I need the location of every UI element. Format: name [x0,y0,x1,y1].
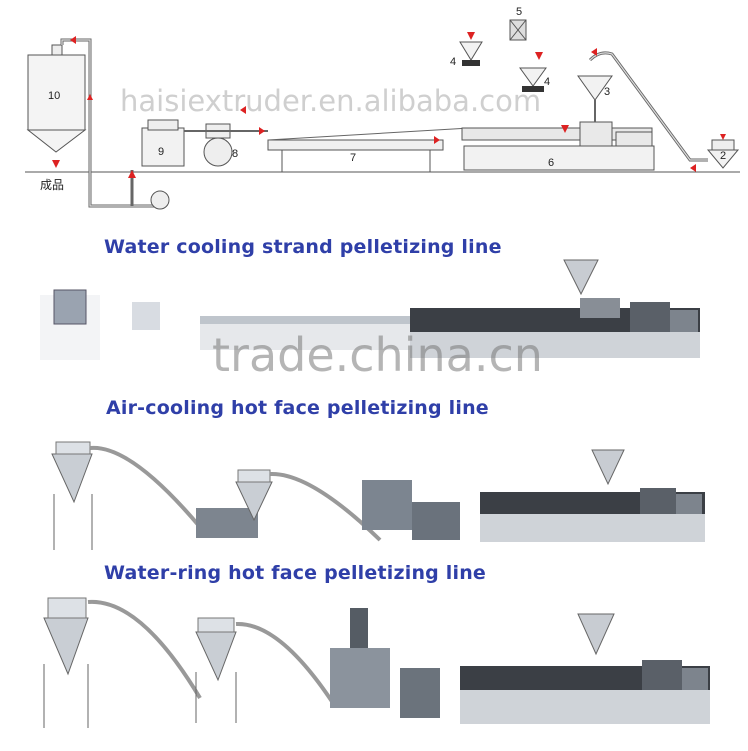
part-number-6: 6 [548,157,555,169]
watermark-mid: trade.china.cn [212,328,543,382]
part-number-7: 7 [350,152,357,164]
part-number-10: 10 [48,90,61,102]
water-cooling-line-image [40,250,700,360]
watermark-top: haisiextruder.en.alibaba.com [120,84,542,118]
process-schematic: 10 9 8 7 6 5 4 4 3 2 成品 haisiextruder.en… [0,0,748,225]
water-cooling-title: Water cooling strand pelletizing line [104,236,502,258]
part-number-5: 5 [516,6,523,18]
water-cooling-machines [40,259,700,360]
water-ring-line-image [30,588,710,738]
part-number-8: 8 [232,148,239,160]
air-cooling-machines [51,441,705,550]
water-ring-title: Water-ring hot face pelletizing line [104,562,487,584]
part-number-4a: 4 [450,56,457,68]
water-ring-machines [43,597,710,728]
part-number-4b: 4 [544,76,551,88]
part-number-9: 9 [158,146,165,158]
product-label: 成品 [40,178,65,192]
schematic-drawing [25,19,740,210]
air-cooling-line-image [40,432,705,552]
part-number-2: 2 [720,150,727,162]
part-number-3: 3 [604,86,611,98]
air-cooling-title: Air-cooling hot face pelletizing line [106,397,489,419]
